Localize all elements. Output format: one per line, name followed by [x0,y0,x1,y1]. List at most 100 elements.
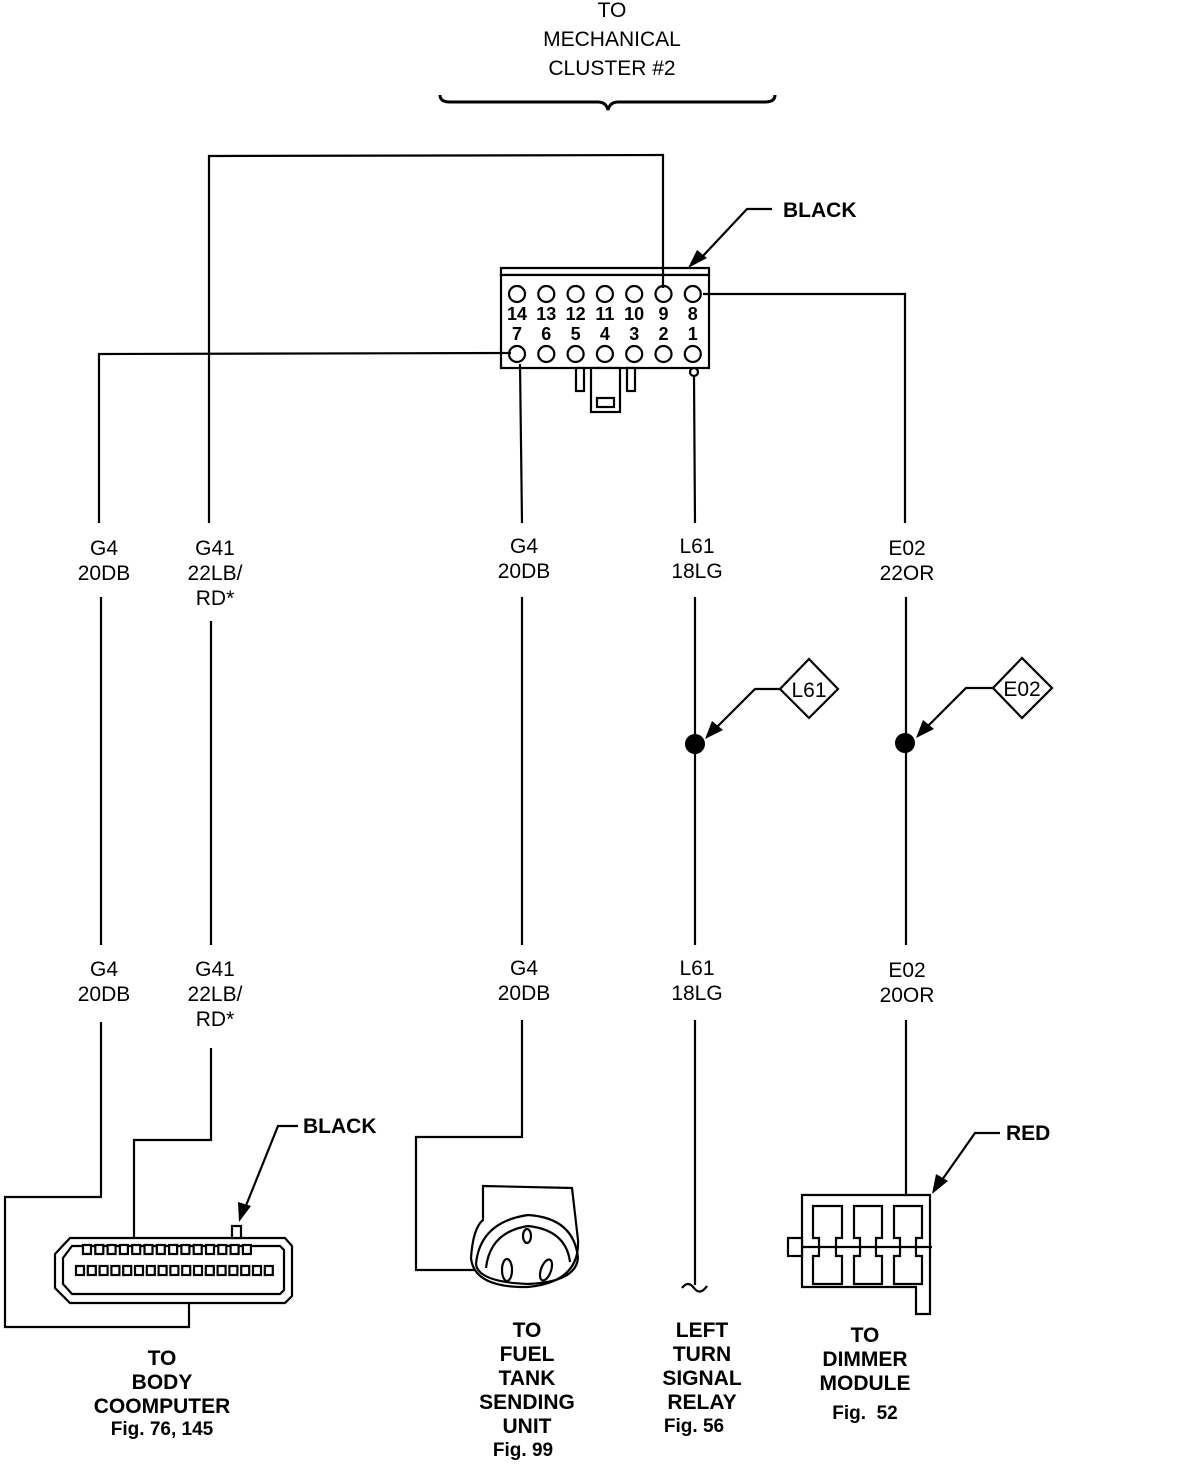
pin-6 [537,344,556,364]
wire-l61-upper [692,375,697,524]
pin-slot [228,1264,239,1277]
pin-slot [143,1243,154,1256]
pin-8 [683,284,702,304]
wire-label-circuit: L61 [679,957,714,980]
destination-line: BODY [132,1371,193,1394]
pin-slot [263,1264,274,1277]
wire-label-circuit: G41 [195,958,235,981]
destination-line: COOMPUTER [94,1395,231,1418]
pin-slot [106,1243,117,1256]
pin-14 [507,284,527,304]
pin-slot [145,1264,156,1277]
destination-fuel-tank: TO FUEL TANK SENDING UNIT Fig. 99 [479,1319,575,1461]
main-connector-pointer [701,207,772,258]
wire-label-circuit: G4 [90,537,118,560]
destination-line: SENDING [479,1391,575,1414]
pin-slot [157,1264,168,1277]
pin-slot [192,1243,203,1256]
pin-row-top [507,284,702,304]
top-label-line-3: CLUSTER #2 [548,57,675,80]
pin-slot [86,1264,97,1277]
pin-label: 12 [566,304,586,324]
pin-slot [180,1243,191,1256]
pin-slot [81,1243,93,1256]
pin-label: 9 [658,304,668,324]
splice-pointer [715,687,780,729]
pin-label: 7 [512,324,522,344]
main-connector-color-label: BLACK [783,199,857,222]
wire-label-gauge: 18LG [671,982,722,1005]
wire-label-extra: RD* [196,587,235,610]
destination-fig: Fig. 52 [832,1403,897,1424]
pin-11 [595,284,615,304]
wire-label-circuit: G4 [510,957,538,980]
body-computer-pin-row-bottom [74,1264,274,1277]
splice-dot [685,734,705,754]
pin-slot [98,1264,109,1277]
pin-5 [566,344,585,364]
pin-slot [155,1243,166,1256]
pin-slot [251,1264,263,1277]
dimmer-module-connector [786,1193,932,1316]
pin-slot [240,1264,251,1277]
wire-label-gauge: 20DB [78,562,131,585]
wire-g4-center-upper [518,363,524,524]
splice-arrowhead [705,721,723,739]
pin-2 [654,344,673,364]
destination-fig: Fig. 99 [493,1440,553,1461]
wire-label-circuit: G4 [90,958,118,981]
destination-turn-signal-relay: LEFT TURN SIGNAL RELAY Fig. 56 [662,1319,742,1437]
pin-10 [625,284,644,304]
pin-1 [683,344,702,364]
wire-label-gauge: 22OR [880,562,935,585]
pin-13 [537,284,556,304]
splice-id-diamond [778,657,840,720]
pin-slot [110,1264,121,1277]
pin-slot [118,1243,130,1256]
pin-label: 6 [541,324,551,344]
top-label-line-2: MECHANICAL [543,28,681,51]
pin-slot [229,1243,240,1256]
pin-label: 13 [536,304,556,324]
destination-line: SIGNAL [662,1367,742,1390]
pin-slot [168,1243,179,1256]
pin-label: 1 [688,324,698,344]
wire-label-circuit: L61 [679,535,714,558]
wire-g41-lower [132,1048,213,1243]
destination-line: UNIT [503,1415,552,1438]
pin-slot [217,1243,228,1256]
top-brace [438,94,777,111]
splice-id: L61 [791,679,826,702]
main-connector-arrowhead [688,250,707,268]
destination-fig: Fig. 56 [664,1416,724,1437]
destination-line: TANK [499,1367,556,1390]
pin-slot [204,1243,216,1256]
pin-slot [122,1264,133,1277]
destination-line: MODULE [820,1372,911,1395]
wire-label-gauge: 20OR [880,984,935,1007]
wire-label-gauge: 20DB [498,560,551,583]
splice-arrowhead [916,720,934,738]
wire-g41-upper [207,153,665,523]
pin-12 [566,284,585,304]
pin-3 [625,344,644,364]
wire-g4-center-lower [414,1020,524,1272]
pin-slot [204,1264,215,1277]
splice-l61: L61 [685,657,840,754]
wire-label-gauge: 20DB [78,983,131,1006]
destination-line: RELAY [667,1391,736,1414]
pin-7 [507,344,527,364]
body-computer-arrowhead [238,1202,251,1222]
body-computer-connector [53,1224,294,1305]
wire-label-gauge: 22LB/ [188,983,243,1006]
wire-label-circuit: E02 [888,537,925,560]
dimmer-arrowhead [932,1174,948,1194]
splice-id: E02 [1003,678,1040,701]
fuel-tank-connector [469,1184,580,1289]
wire-label-gauge: 20DB [498,982,551,1005]
destination-fig: Fig. 76, 145 [111,1419,214,1440]
destination-dimmer-module: TO DIMMER MODULE Fig. 52 [820,1324,911,1424]
